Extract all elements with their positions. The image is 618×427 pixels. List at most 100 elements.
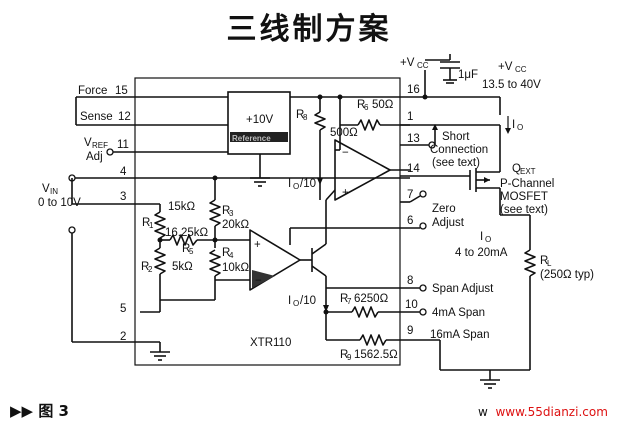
io10-label-b: I (288, 295, 291, 307)
figure-number: 图 3 (38, 402, 69, 420)
watermark-site: www.55dianzi.com (495, 405, 608, 419)
pin-6: 6 (407, 215, 413, 227)
capacitor-value: 1μF (458, 69, 478, 81)
zero-label-1: Zero (432, 203, 456, 215)
pin-10: 10 (405, 299, 418, 311)
svg-text:−: − (342, 147, 349, 159)
r4-sub: 4 (229, 251, 234, 260)
r6-sub: 6 (364, 103, 369, 112)
pin-4: 4 (120, 166, 127, 178)
pin-7: 7 (407, 189, 413, 201)
pin-5: 5 (120, 303, 126, 315)
pin-15: 15 (115, 85, 128, 97)
pin-13: 13 (407, 133, 420, 145)
pin-12: 12 (118, 111, 131, 123)
figure-marker: ▶▶ (10, 402, 34, 420)
svg-text:+: + (342, 187, 349, 199)
resistor-r5 (169, 234, 198, 246)
r5-value: 16.25kΩ (165, 227, 209, 239)
io-top-sub: O (517, 123, 523, 132)
r8-name: R (296, 109, 304, 121)
figure-label: ▶▶ 图 3 (10, 400, 69, 421)
resistor-r6 (357, 119, 381, 131)
io-top-label: I (512, 119, 515, 131)
io10-rest-b: /10 (300, 295, 316, 307)
vcc-sub: CC (417, 61, 429, 70)
r9-value: 1562.5Ω (354, 349, 398, 361)
io10-rest-a: /10 (300, 178, 316, 190)
rl-name: R (540, 255, 548, 267)
r7-name: R (340, 293, 348, 305)
page-title: 三线制方案 (226, 12, 392, 47)
pin-1: 1 (407, 111, 413, 123)
vin-sub: IN (50, 187, 58, 196)
pin-14: 14 (407, 163, 420, 175)
qext-label: Q (512, 163, 521, 175)
io10-label-a: I (288, 178, 291, 190)
input-opamp (249, 229, 301, 291)
r8-value: 500Ω (330, 127, 358, 139)
vcc2-label: +V (498, 61, 513, 73)
r4-value: 10kΩ (222, 262, 250, 274)
reference-block (227, 91, 291, 155)
vin-range: 0 to 10V (38, 197, 81, 209)
span-adjust-label: Span Adjust (432, 283, 494, 295)
zero-label-2: Adjust (432, 217, 465, 229)
vcc-label: +V (400, 57, 415, 69)
vref-sub: REF (92, 141, 108, 150)
reference-label: Reference (232, 134, 271, 143)
pin-9: 9 (407, 325, 413, 337)
io-out-sub: O (485, 235, 491, 244)
mosfet-label: MOSFET (500, 191, 548, 203)
opamp-minus: − (255, 275, 262, 287)
force-label: Force (78, 85, 107, 97)
output-opamp (334, 139, 391, 201)
vin-label: V (42, 183, 50, 195)
short-label-2: Connection (430, 144, 488, 156)
vin-terminal-b (68, 226, 76, 234)
r1-name: R (142, 217, 150, 229)
span16-label: 16mA Span (430, 329, 489, 341)
r3-sub: 3 (229, 209, 234, 218)
r3-name: R (222, 205, 230, 217)
resistor-rl (524, 249, 536, 277)
resistor-r8 (314, 111, 326, 131)
reference-voltage: +10V (246, 114, 274, 126)
r7-value: 6250Ω (354, 293, 389, 305)
qext-sub: EXT (520, 167, 536, 176)
resistor-r2 (154, 247, 166, 275)
resistor-r3 (209, 199, 221, 227)
r5-sub: 5 (189, 247, 194, 256)
io10-sub-b: O (293, 299, 299, 308)
r4-name: R (222, 247, 230, 259)
r6-name: R (357, 99, 365, 111)
r1-sub: 1 (149, 221, 154, 230)
rl-sub: L (547, 259, 552, 268)
r7-sub: 7 (347, 297, 352, 306)
r9-name: R (340, 349, 348, 361)
r3-value: 20kΩ (222, 219, 250, 231)
vref-label: V (84, 137, 92, 149)
resistor-r9 (359, 334, 387, 346)
short-label-1: Short (442, 131, 470, 143)
span4-label: 4mA Span (432, 307, 485, 319)
r9-sub: 9 (347, 353, 352, 362)
pin-11: 11 (117, 139, 129, 151)
supply-range: 13.5 to 40V (482, 79, 541, 91)
pin-2: 2 (120, 331, 126, 343)
vref-adj-label: Adj (86, 151, 103, 163)
sense-label: Sense (80, 111, 113, 123)
reference-label-smudge (230, 132, 288, 142)
opamp-shading (252, 270, 275, 288)
io-range: 4 to 20mA (455, 247, 508, 259)
pin-8: 8 (407, 275, 413, 287)
chip-outline (134, 77, 401, 366)
vref-adj-terminal (106, 148, 114, 156)
io-out-label: I (480, 231, 483, 243)
r1-value: 15kΩ (168, 201, 196, 213)
chip-name: XTR110 (250, 337, 291, 349)
r6-value: 50Ω (372, 99, 394, 111)
pin-3: 3 (120, 191, 126, 203)
watermark: w www.55dianzi.com (478, 405, 608, 419)
